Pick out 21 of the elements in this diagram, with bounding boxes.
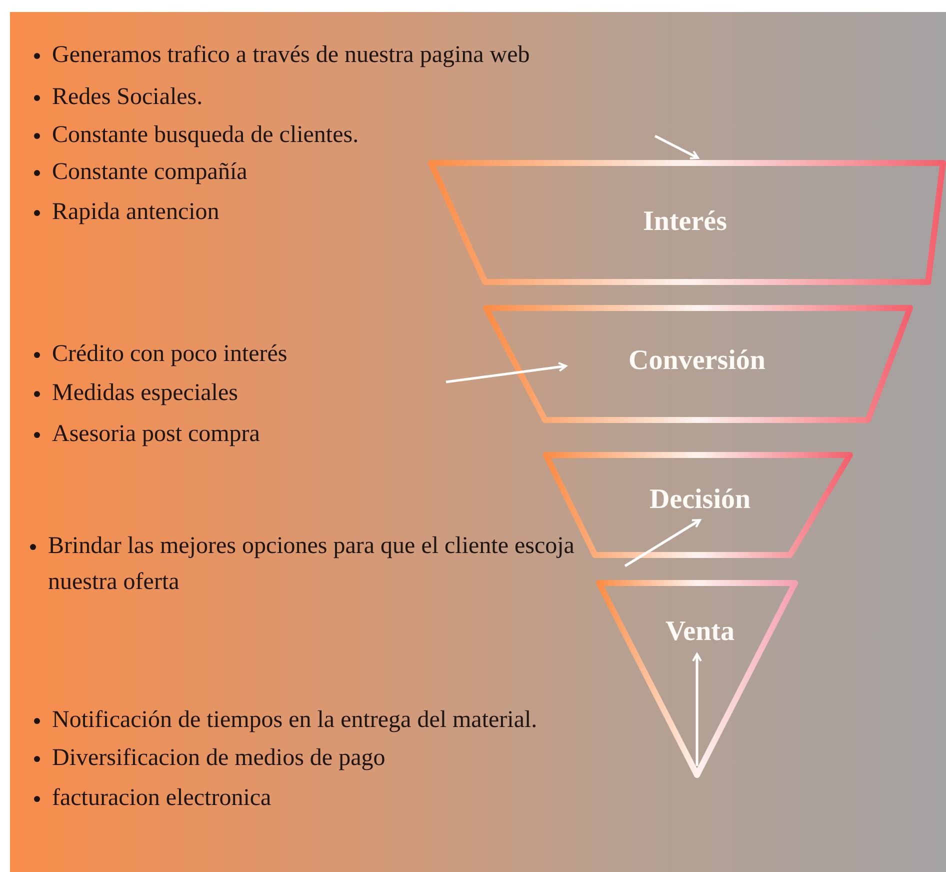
bullet-text: Asesoria post compra xyxy=(52,420,261,449)
arrow xyxy=(624,518,701,568)
bullet-text: Constante compañía xyxy=(52,158,248,187)
funnel-triangle xyxy=(596,580,798,778)
arrow xyxy=(692,653,702,766)
stage-label: Decisión xyxy=(649,484,751,516)
bullet-text: facturacion electronica xyxy=(52,784,272,813)
bullet-text: Generamos trafico a través de nuestra pagina web xyxy=(52,41,531,70)
arrow xyxy=(654,134,699,160)
funnel-trapezoid xyxy=(483,305,913,423)
bullet-text: Diversificacion de medios de pago xyxy=(52,744,386,773)
bullet-text: Brindar las mejores opciones para que el cliente escoja nuestra oferta xyxy=(48,532,576,597)
stage-label: Conversión xyxy=(628,345,766,377)
stage-label: Venta xyxy=(666,616,734,648)
bullet-text: Notificación de tiempos en la entrega del material. xyxy=(52,706,538,735)
bullet-text: Constante busqueda de clientes. xyxy=(52,121,360,150)
arrow xyxy=(446,362,567,384)
bullet-text: Medidas especiales xyxy=(52,379,239,408)
funnel-trapezoid xyxy=(428,160,946,285)
stage-label: Interés xyxy=(643,206,727,238)
bullet-text: Redes Sociales. xyxy=(52,83,204,112)
